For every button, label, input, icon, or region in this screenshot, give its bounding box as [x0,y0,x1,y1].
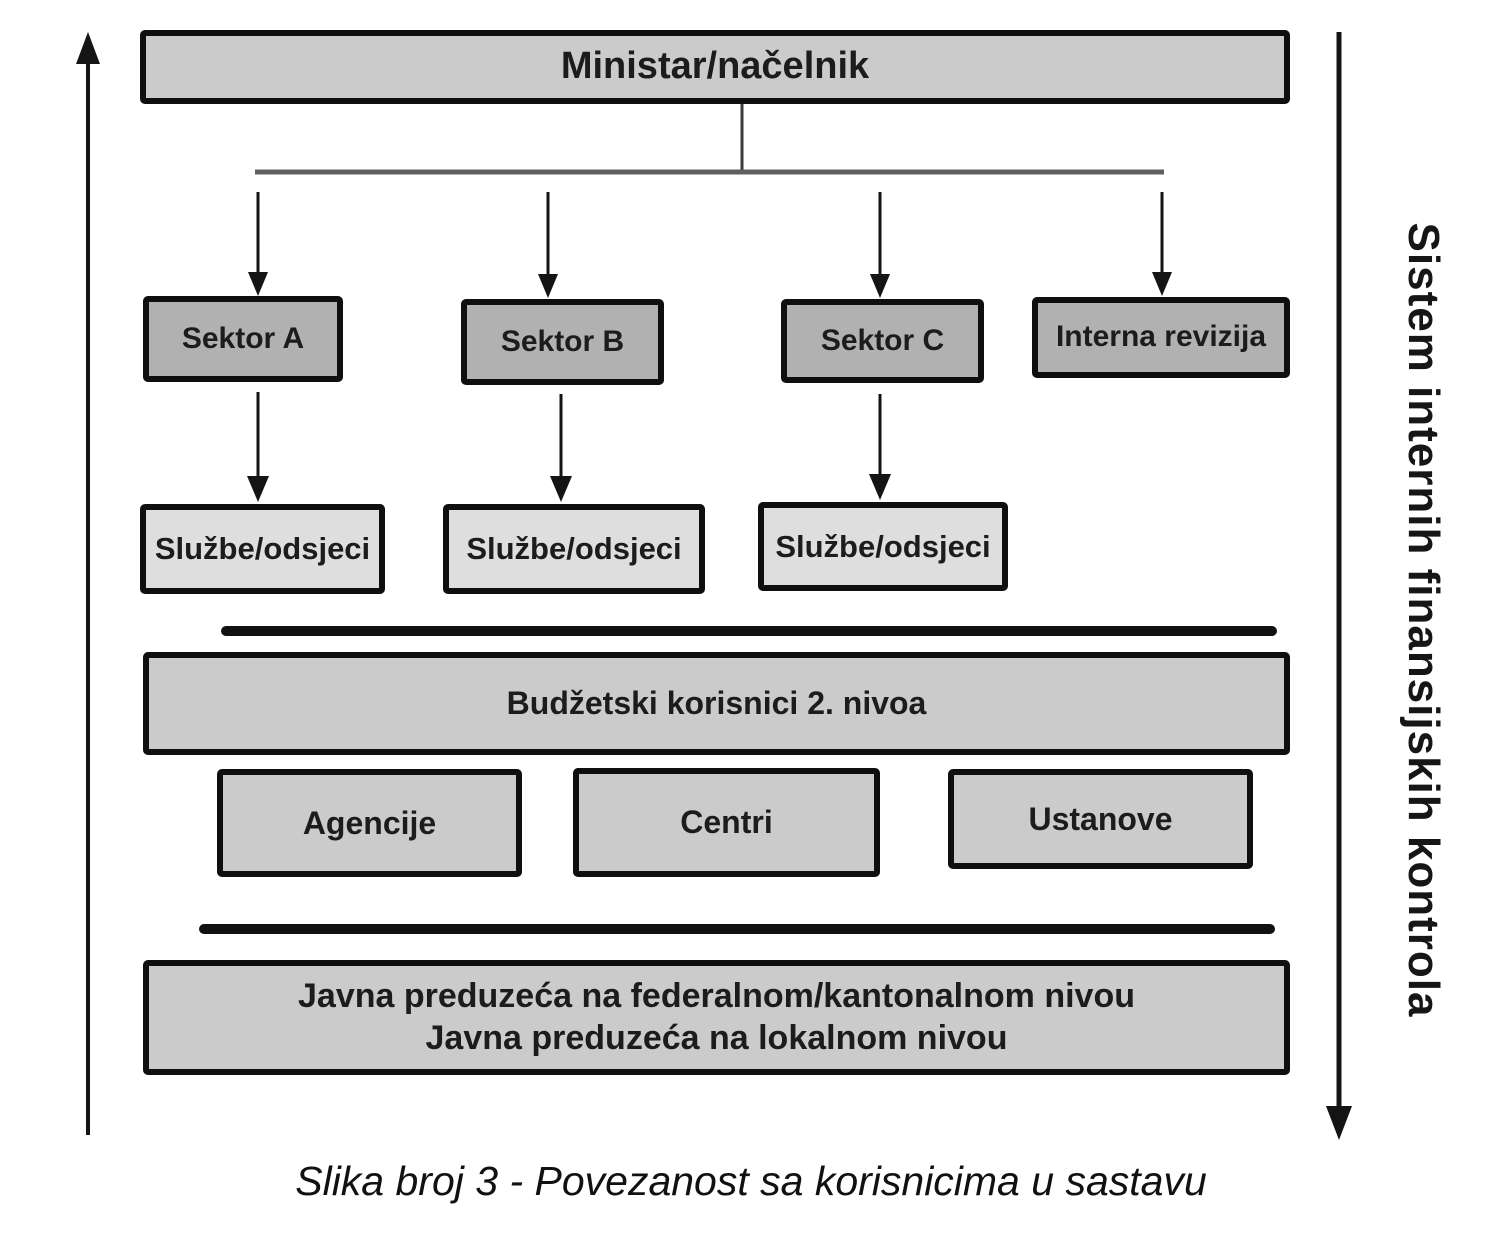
ministar-label: Ministar/načelnik [560,45,870,88]
javna-preduzeca-line2: Javna preduzeća na lokalnom nivou [425,1018,1008,1057]
agencije-box: Agencije [217,769,522,877]
ustanove-box: Ustanove [948,769,1253,869]
budzetski-korisnici-box: Budžetski korisnici 2. nivoa [143,652,1290,755]
sektor-a-label: Sektor A [181,321,305,355]
javna-preduzeca-box: Javna preduzeća na federalnom/kantonalno… [143,960,1290,1075]
javna-preduzeca-line1: Javna preduzeća na federalnom/kantonalno… [298,977,1135,1016]
centri-label: Centri [680,804,773,841]
arrow-to-interna-revizija [1152,192,1172,296]
sektor-c-label: Sektor C [820,323,945,357]
agencije-label: Agencije [302,804,437,841]
arrow-to-sektor-b [538,192,558,298]
sektor-c-box: Sektor C [781,299,984,383]
sluzbe-odsjeci-box-2: Službe/odsjeci [443,504,705,594]
left-up-arrow [76,32,100,1135]
sluzbe-odsjeci-box-1: Službe/odsjeci [140,504,385,594]
sluzbe-odsjeci-label-1: Službe/odsjeci [154,531,371,567]
right-down-arrow [1326,32,1352,1140]
arrow-sektor-a-to-sluzbe [247,392,269,502]
sluzbe-odsjeci-label-2: Službe/odsjeci [466,531,682,567]
side-label-sistem-internih-finansijskih-kontrola: Sistem internih finansijskih kontrola [1399,222,1448,1018]
sektor-b-box: Sektor B [461,299,664,385]
sluzbe-odsjeci-box-3: Službe/odsjeci [758,502,1008,591]
arrow-to-sektor-a [248,192,268,296]
sektor-b-label: Sektor B [500,324,625,358]
centri-box: Centri [573,768,880,877]
arrow-sektor-c-to-sluzbe [869,394,891,500]
ustanove-label: Ustanove [1028,800,1173,837]
interna-revizija-label: Interna revizija [1055,320,1267,354]
arrow-to-sektor-c [870,192,890,298]
ministar-box: Ministar/načelnik [140,30,1290,104]
sektor-a-box: Sektor A [143,296,343,382]
figure-caption: Slika broj 3 - Povezanost sa korisnicima… [295,1158,1207,1204]
budzetski-korisnici-label: Budžetski korisnici 2. nivoa [506,685,927,722]
arrow-sektor-b-to-sluzbe [550,394,572,502]
interna-revizija-box: Interna revizija [1032,297,1290,378]
sluzbe-odsjeci-label-3: Službe/odsjeci [775,528,991,564]
